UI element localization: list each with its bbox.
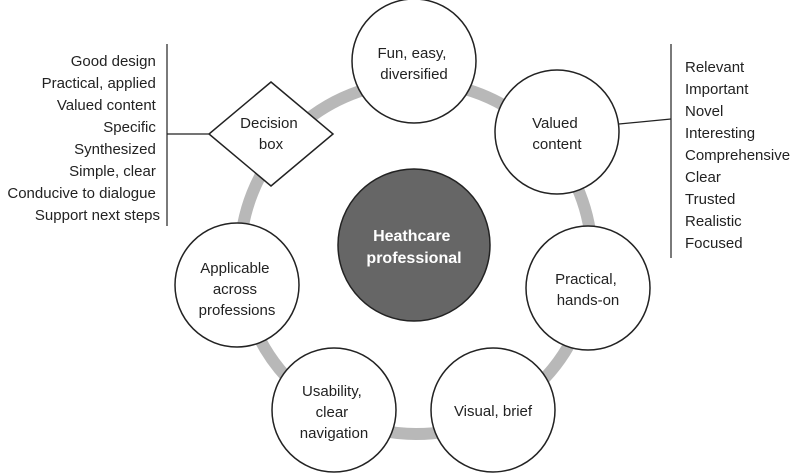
list-item: Focused [685,235,743,252]
list-item: Relevant [685,59,745,76]
decision-box-label: Decision box [240,115,302,153]
list-item: Practical, applied [42,75,156,92]
node-visual-label: Visual, brief [454,403,533,420]
list-item: Conducive to dialogue [7,185,155,202]
node-valued-content-label: Valued content [532,115,582,153]
list-item: Support next steps [35,207,160,224]
list-item: Comprehensive [685,147,790,164]
list-item: Important [685,81,749,98]
list-item: Interesting [685,125,755,142]
node-valued-content: Valued content [494,69,620,195]
node-applicable: Applicable across professions [174,222,300,348]
right-list-connector [618,118,672,125]
node-fun-label: Fun, easy, diversified [377,45,450,83]
list-item: Realistic [685,213,742,230]
list-item: Simple, clear [69,163,156,180]
list-item: Clear [685,169,721,186]
node-visual: Visual, brief [430,347,556,473]
list-item: Specific [103,119,156,136]
list-item: Trusted [685,191,735,208]
node-applicable-label: Applicable across professions [199,260,276,319]
list-item: Valued content [57,97,157,114]
center-circle [337,168,491,322]
node-usability: Usability, clear navigation [271,347,397,473]
list-item: Novel [685,103,723,120]
node-practical-label: Practical, hands-on [555,271,621,309]
right-list: Relevant Important Novel Interesting Com… [685,59,794,252]
node-usability-label: Usability, clear navigation [300,383,368,442]
decision-box: Decision box [167,81,335,187]
list-item: Synthesized [74,141,156,158]
left-list: Good design Practical, applied Valued co… [7,53,160,224]
node-practical: Practical, hands-on [525,225,651,351]
center-label: Heathcare professional [366,228,461,267]
list-item: Good design [71,53,156,70]
node-fun: Fun, easy, diversified [351,0,477,124]
